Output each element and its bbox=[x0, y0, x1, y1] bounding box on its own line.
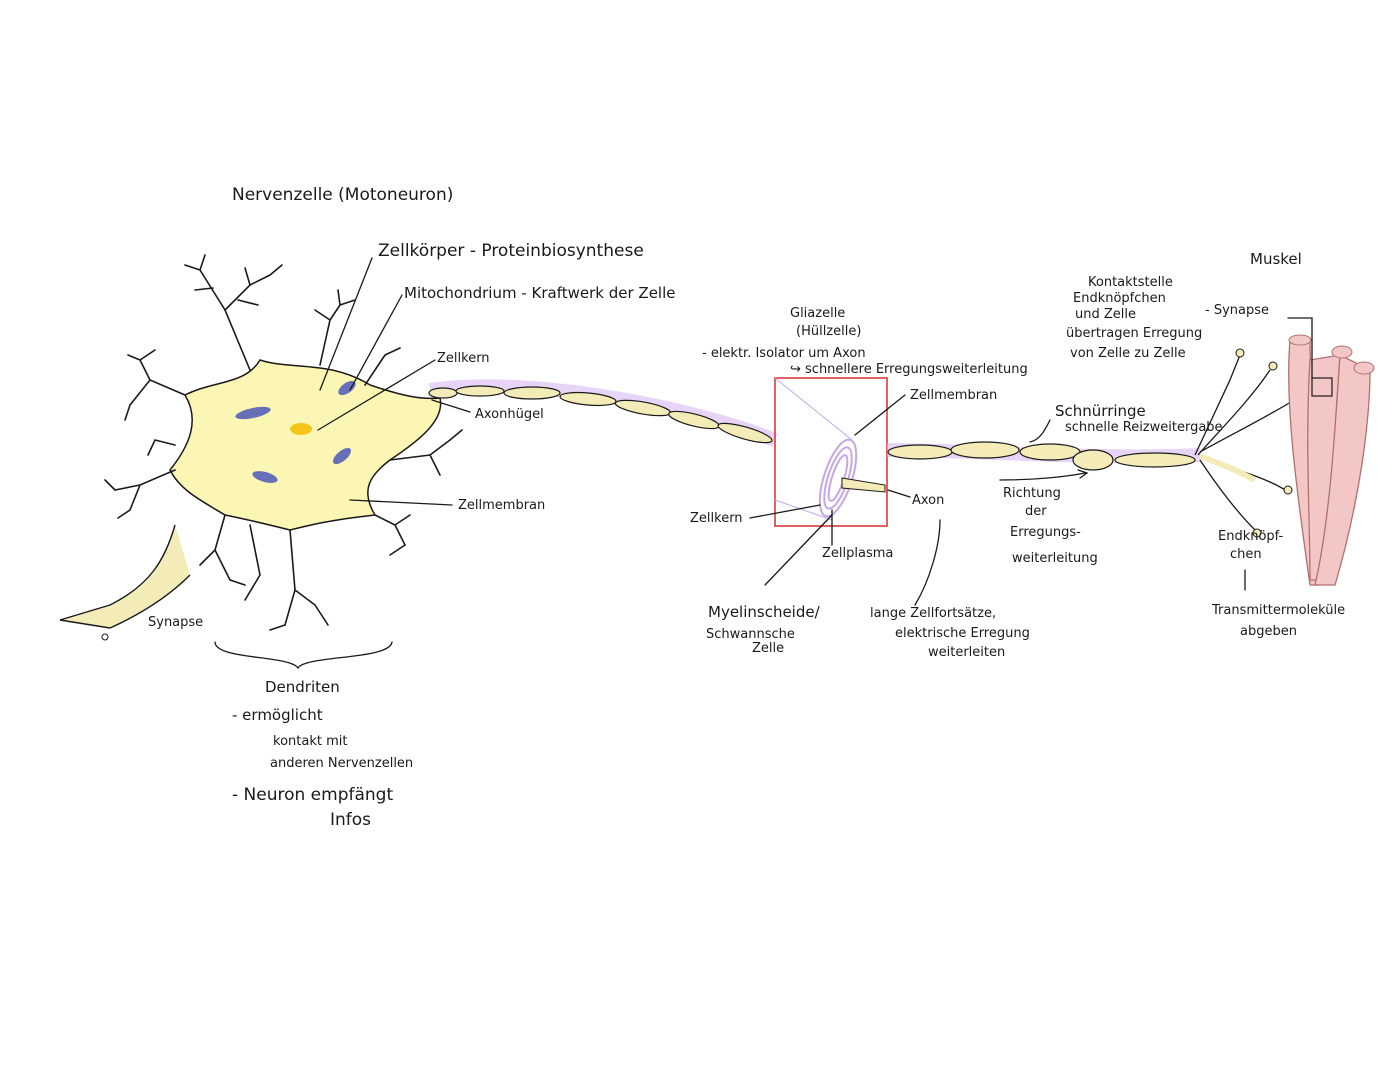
muscle bbox=[1288, 334, 1375, 586]
diagram-title: Nervenzelle (Motoneuron) bbox=[232, 185, 453, 205]
synapse-terminal-left bbox=[59, 524, 191, 629]
end-knob bbox=[1283, 485, 1293, 495]
label-zellkoerper: Zellkörper - Proteinbiosynthese bbox=[378, 241, 644, 261]
label-mitochondrium: Mitochondrium - Kraftwerk der Zelle bbox=[404, 284, 676, 302]
label-synapse-right: - Synapse bbox=[1205, 303, 1269, 318]
label-transmitter: abgeben bbox=[1240, 624, 1297, 639]
pointer-lines bbox=[214, 257, 1313, 670]
axon-terminal bbox=[1194, 348, 1311, 538]
dendrites bbox=[104, 254, 463, 631]
label-isolator: - elektr. Isolator um Axon bbox=[702, 346, 866, 361]
label-gliazelle: (Hüllzelle) bbox=[796, 324, 861, 339]
dendriten-note: - Neuron empfängt bbox=[232, 785, 393, 805]
label-axon-desc: lange Zellfortsätze, bbox=[870, 606, 996, 621]
label-endknoepfchen: Endknöpf- bbox=[1218, 529, 1284, 544]
end-knob bbox=[1268, 361, 1278, 371]
label-richtung: weiterleitung bbox=[1012, 551, 1098, 566]
label-kontakt: übertragen Erregung bbox=[1066, 326, 1202, 341]
nucleus bbox=[290, 423, 312, 435]
label-myelin: Schwannsche bbox=[706, 627, 795, 642]
label-schnuerringe: schnelle Reizweitergabe bbox=[1065, 420, 1223, 435]
label-axon-desc: elektrische Erregung bbox=[895, 626, 1030, 641]
label-kontakt: Kontaktstelle bbox=[1088, 275, 1173, 290]
label-endknoepfchen: chen bbox=[1230, 547, 1262, 562]
label-zellkern: Zellkern bbox=[437, 351, 490, 366]
mitochondrion bbox=[338, 380, 356, 396]
label-gliazelle: Gliazelle bbox=[790, 306, 845, 321]
label-muskel: Muskel bbox=[1250, 250, 1302, 268]
end-knob bbox=[1252, 528, 1262, 538]
myelin-cross-section bbox=[774, 377, 888, 527]
dendriten-note: anderen Nervenzellen bbox=[270, 756, 413, 771]
label-richtung: Erregungs- bbox=[1010, 525, 1081, 540]
label-isolator: ↪ schnellere Erregungsweiterleitung bbox=[790, 362, 1028, 377]
label-zellkern-right: Zellkern bbox=[690, 511, 743, 526]
axon-right bbox=[886, 441, 1201, 471]
dendriten-note: - ermöglicht bbox=[232, 706, 323, 724]
dendriten-note: Infos bbox=[330, 810, 371, 830]
label-axonhuegel: Axonhügel bbox=[475, 407, 544, 422]
label-kontakt: und Zelle bbox=[1075, 307, 1136, 322]
label-richtung: Richtung bbox=[1003, 486, 1061, 501]
label-dendriten: Dendriten bbox=[265, 678, 340, 696]
label-myelin: Zelle bbox=[752, 641, 784, 656]
mitochondrion bbox=[252, 471, 278, 483]
label-myelin: Myelinscheide/ bbox=[708, 603, 821, 621]
label-zellmembran-right: Zellmembran bbox=[910, 388, 997, 403]
synapse-knob-left bbox=[101, 633, 109, 641]
label-richtung: der bbox=[1025, 504, 1047, 519]
axon-left bbox=[428, 379, 778, 447]
mitochondrion bbox=[332, 447, 352, 465]
end-knob bbox=[1235, 348, 1245, 358]
label-axon-desc: weiterleiten bbox=[928, 645, 1005, 660]
cell-body bbox=[169, 359, 442, 531]
label-transmitter: Transmittermoleküle bbox=[1211, 603, 1345, 618]
label-zellplasma: Zellplasma bbox=[822, 546, 893, 561]
label-kontakt: von Zelle zu Zelle bbox=[1070, 346, 1186, 361]
label-zellmembran-left: Zellmembran bbox=[458, 498, 545, 513]
mitochondrion bbox=[235, 406, 271, 420]
label-kontakt: Endknöpfchen bbox=[1073, 291, 1166, 306]
dendriten-note: kontakt mit bbox=[273, 734, 347, 749]
label-synapse-left: Synapse bbox=[148, 615, 203, 630]
label-schnuerringe: Schnürringe bbox=[1055, 402, 1146, 420]
label-axon: Axon bbox=[912, 493, 944, 508]
